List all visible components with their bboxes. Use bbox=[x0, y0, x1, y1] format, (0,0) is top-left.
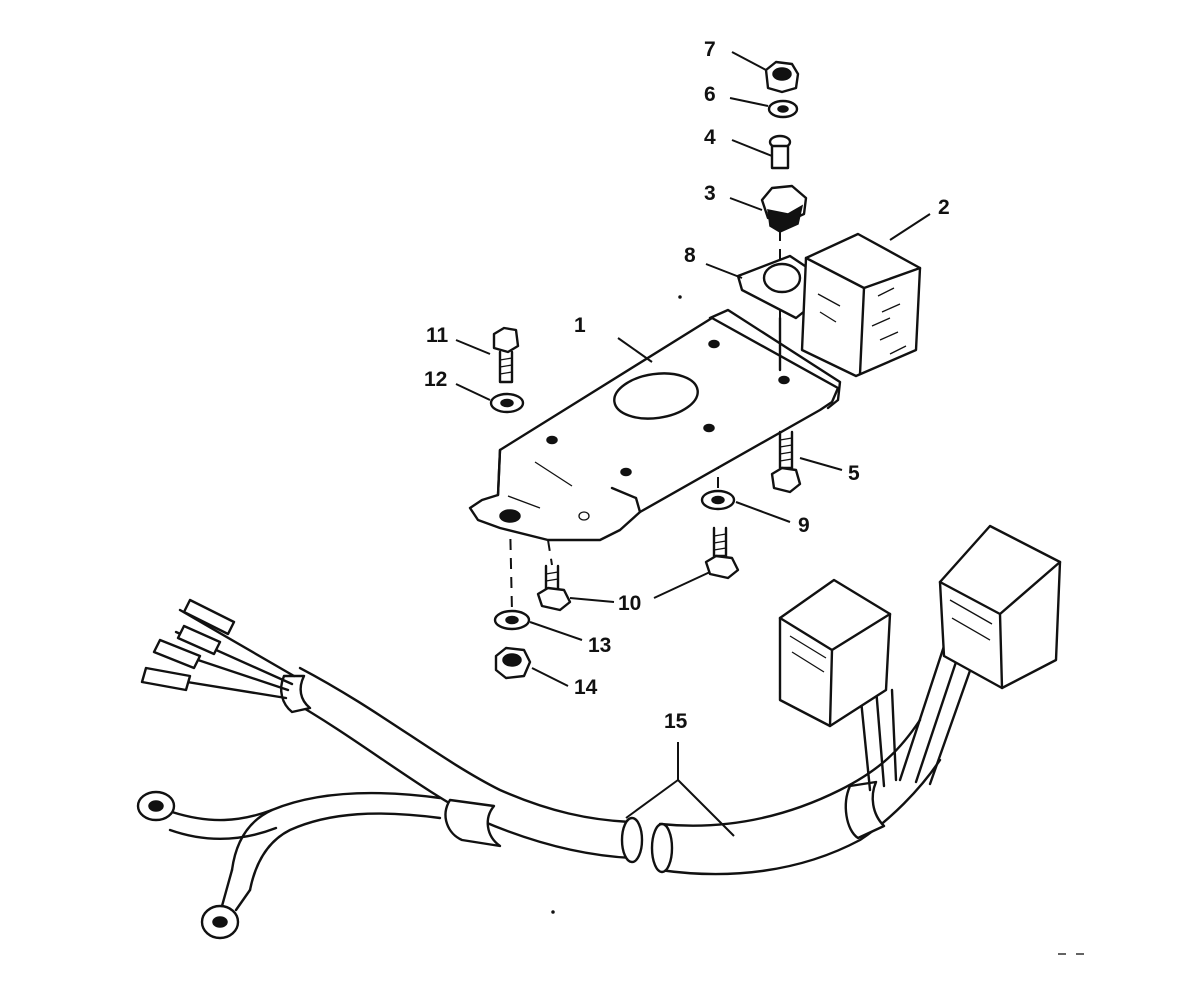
callout-8: 8 bbox=[684, 244, 696, 267]
top-washer bbox=[767, 99, 799, 119]
relay-screw bbox=[770, 430, 802, 494]
upper-washer bbox=[489, 392, 525, 414]
top-nut bbox=[764, 60, 800, 94]
callout-10: 10 bbox=[618, 592, 641, 615]
upper-bolt bbox=[492, 326, 520, 384]
rubber-grommet bbox=[760, 184, 808, 233]
lock-washer bbox=[700, 489, 736, 511]
callout-4: 4 bbox=[704, 126, 716, 149]
callout-7: 7 bbox=[704, 38, 716, 61]
lower-nut bbox=[494, 646, 532, 680]
wiring-harness-right bbox=[650, 524, 1062, 876]
relay-mounting-tab bbox=[736, 254, 810, 372]
callout-5: 5 bbox=[848, 462, 860, 485]
wiring-harness-left bbox=[136, 598, 644, 940]
callout-leaders bbox=[455, 51, 931, 837]
relay bbox=[800, 232, 922, 378]
scan-marks bbox=[551, 295, 1084, 955]
callout-15: 15 bbox=[664, 710, 688, 733]
lower-washer bbox=[493, 609, 531, 631]
callout-1: 1 bbox=[574, 314, 586, 337]
callout-9: 9 bbox=[798, 514, 810, 537]
callout-6: 6 bbox=[704, 83, 716, 106]
callout-13: 13 bbox=[588, 634, 611, 657]
callout-14: 14 bbox=[574, 676, 598, 699]
lower-bolt-left bbox=[536, 564, 572, 612]
callout-11: 11 bbox=[426, 324, 449, 347]
callout-2: 2 bbox=[938, 196, 950, 219]
callout-3: 3 bbox=[704, 182, 716, 205]
lower-bolt-right bbox=[704, 526, 740, 580]
callout-12: 12 bbox=[424, 368, 447, 391]
spacer-sleeve bbox=[768, 134, 792, 170]
mounting-bracket bbox=[468, 308, 842, 542]
callout-labels: 1 2 3 4 5 6 7 8 9 10 11 12 13 14 15 bbox=[424, 38, 950, 733]
